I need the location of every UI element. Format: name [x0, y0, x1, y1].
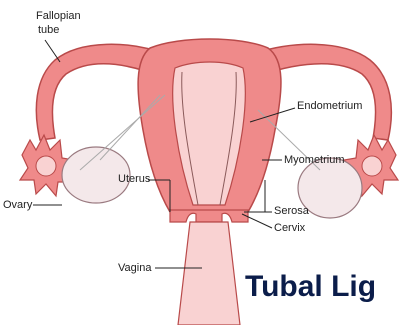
myometrium-label: Myometrium [284, 154, 345, 166]
endometrium-label: Endometrium [297, 100, 362, 112]
vagina-label: Vagina [118, 262, 151, 274]
banner-title: Tubal Lig [245, 270, 376, 304]
ovary-label: Ovary [3, 199, 32, 211]
cervix [170, 210, 248, 222]
uterus-label: Uterus [118, 173, 150, 185]
fallopian-tube-label-line1: Fallopian [36, 10, 81, 22]
fallopian-tube-label-line2: tube [38, 24, 59, 36]
cervix-label: Cervix [274, 222, 305, 234]
serosa-label: Serosa [274, 205, 309, 217]
vagina [178, 222, 240, 325]
